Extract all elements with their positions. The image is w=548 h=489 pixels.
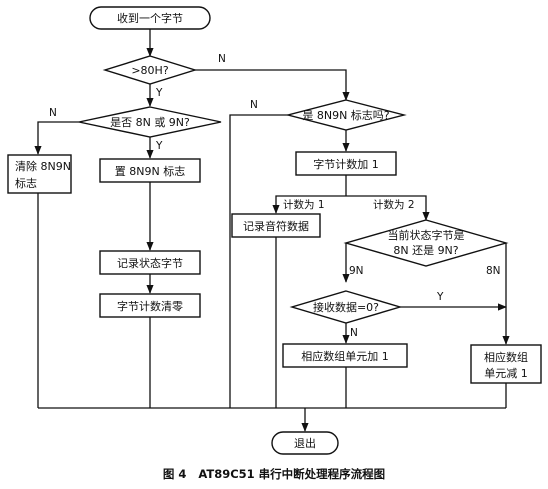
label-y-zero: Y <box>436 291 444 303</box>
edge-count1 <box>272 195 346 214</box>
figure-caption: 图 4 AT89C51 串行中断处理程序流程图 <box>163 467 385 481</box>
exit-label: 退出 <box>294 436 316 450</box>
edge-8n9n-no <box>34 121 79 155</box>
branch-labels: Y N Y N N 计数为 1 计数为 2 9N 8N Y N <box>49 53 501 339</box>
edge-count2 <box>346 195 430 221</box>
node-elem-inc: 相应数组单元加 1 <box>282 343 408 368</box>
decision-8n-or-9n: 是否 8N 或 9N? <box>78 106 222 138</box>
label-n-8n9n: N <box>49 107 57 119</box>
label-8n: 8N <box>486 265 501 277</box>
node-start: 收到一个字节 <box>89 6 211 30</box>
elem-dec-label-1: 相应数组 <box>484 350 528 364</box>
clear-flag-label-1: 清除 8N9N <box>15 159 71 173</box>
clear-flag-label-2: 标志 <box>15 176 37 190</box>
decision-is-flag-label: 是 8N9N 标志吗? <box>302 108 389 122</box>
label-n-zero: N <box>350 327 358 339</box>
decision-state-byte: 当前状态字节是 8N 还是 9N? <box>343 219 509 267</box>
count-clear-label: 字节计数清零 <box>117 299 183 313</box>
node-count-inc: 字节计数加 1 <box>295 151 397 176</box>
elem-dec-label-2: 单元减 1 <box>484 367 528 380</box>
node-elem-dec: 相应数组 单元减 1 <box>470 344 542 384</box>
label-9n: 9N <box>349 265 364 277</box>
node-record-note: 记录音符数据 <box>231 213 321 238</box>
record-status-label: 记录状态字节 <box>117 256 183 270</box>
decision-state-label-2: 8N 还是 9N? <box>393 244 458 257</box>
start-label: 收到一个字节 <box>117 11 183 25</box>
node-record-status: 记录状态字节 <box>99 250 201 275</box>
node-count-clear: 字节计数清零 <box>99 293 201 318</box>
decision-zero-label: 接收数据=0? <box>313 300 379 314</box>
decision-zero: 接收数据=0? <box>289 290 403 324</box>
set-flag-label: 置 8N9N 标志 <box>115 164 185 178</box>
edge-80h-no <box>195 69 350 101</box>
decision-80h: >80H? <box>102 55 198 85</box>
connectors <box>34 29 510 432</box>
node-exit: 退出 <box>271 431 339 455</box>
label-n-flag: N <box>250 99 258 111</box>
elem-inc-label: 相应数组单元加 1 <box>301 349 389 363</box>
decision-8n-or-9n-label: 是否 8N 或 9N? <box>110 116 190 129</box>
label-n-80h: N <box>218 53 226 65</box>
decision-state-label-1: 当前状态字节是 <box>388 228 465 242</box>
node-clear-flag: 清除 8N9N 标志 <box>7 154 72 194</box>
label-y-8n9n: Y <box>155 140 163 152</box>
node-set-flag: 置 8N9N 标志 <box>99 158 201 183</box>
label-y-80h: Y <box>155 87 163 99</box>
record-note-label: 记录音符数据 <box>243 219 309 233</box>
label-count-2: 计数为 2 <box>373 198 415 211</box>
count-inc-label: 字节计数加 1 <box>313 157 379 171</box>
edge-flag-no <box>229 114 288 408</box>
decision-is-flag: 是 8N9N 标志吗? <box>285 99 407 131</box>
decision-80h-label: >80H? <box>131 64 168 77</box>
label-count-1: 计数为 1 <box>283 198 325 211</box>
